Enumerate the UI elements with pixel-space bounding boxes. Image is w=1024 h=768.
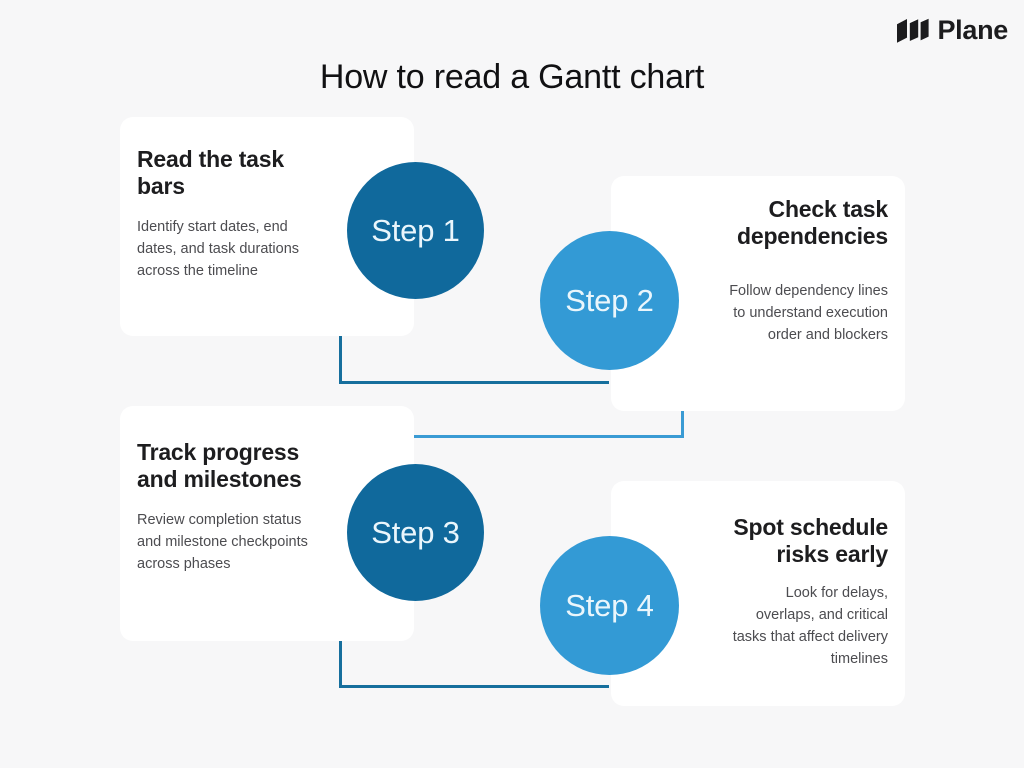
step-badge-3-label: Step 3 xyxy=(371,514,460,550)
brand-logo: Plane xyxy=(895,17,1008,44)
connector-step2-to-step3-vertical xyxy=(681,411,684,438)
step-badge-4[interactable]: Step 4 xyxy=(540,536,679,675)
connector-step3-to-step4-vertical xyxy=(339,641,342,688)
step-card-1-title: Read the task bars xyxy=(137,146,284,199)
step-card-2-body: Follow dependency lines to understand ex… xyxy=(729,282,888,343)
step-card-4-body: Look for delays, overlaps, and critical … xyxy=(732,584,888,667)
step-badge-3[interactable]: Step 3 xyxy=(347,464,484,601)
step-card-2-title: Check task dependencies xyxy=(737,196,888,249)
step-badge-1-label: Step 1 xyxy=(371,212,460,248)
step-card-3-body: Review completion status and milestone c… xyxy=(137,511,308,572)
step-badge-2[interactable]: Step 2 xyxy=(540,231,679,370)
step-badge-2-label: Step 2 xyxy=(565,282,654,318)
step-badge-1[interactable]: Step 1 xyxy=(347,162,484,299)
plane-logo-icon xyxy=(897,17,930,43)
step-card-4[interactable]: Spot schedule risks early Look for delay… xyxy=(611,481,905,706)
connector-step1-to-step2-vertical xyxy=(339,336,342,384)
connector-step3-to-step4-horizontal xyxy=(339,685,609,688)
brand-name: Plane xyxy=(937,15,1008,45)
step-card-1-body: Identify start dates, end dates, and tas… xyxy=(137,218,300,279)
step-card-3-title: Track progress and milestones xyxy=(137,439,302,492)
connector-step2-to-step3-horizontal xyxy=(413,435,683,438)
connector-step1-to-step2-horizontal xyxy=(339,381,609,384)
page-title: How to read a Gantt chart xyxy=(319,58,705,96)
step-card-4-title: Spot schedule risks early xyxy=(733,514,888,567)
step-badge-4-label: Step 4 xyxy=(565,587,654,623)
